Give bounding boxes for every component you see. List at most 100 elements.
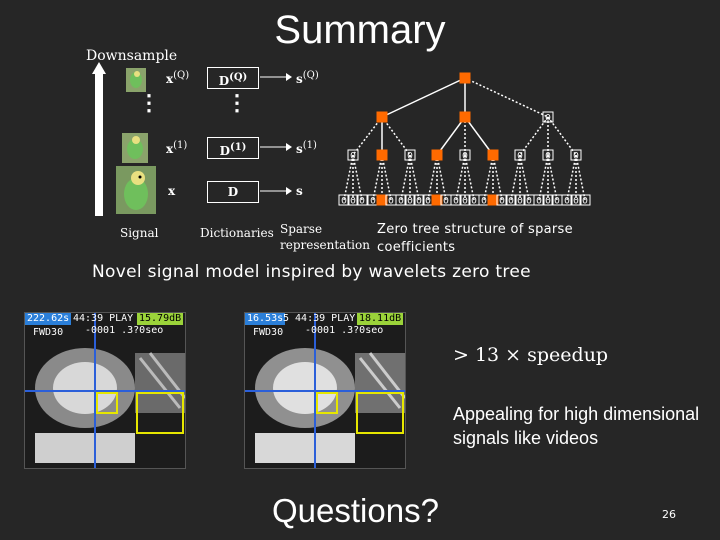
tree-zero-label: 0: [453, 197, 459, 207]
tree-zero-label: 0: [471, 197, 477, 207]
dictionary-box-0: D: [207, 181, 259, 203]
tree-zero-label: 0: [573, 197, 579, 207]
tree-zero-node: [514, 149, 526, 161]
questions-text: Questions?: [272, 492, 439, 529]
tree-zero-label: 0: [517, 197, 523, 207]
tree-zero-node: [404, 194, 416, 206]
tree-edge: [455, 154, 466, 201]
tree-zero-label: 0: [526, 197, 532, 207]
tree-zero-label: 0: [425, 197, 431, 207]
coef-s-1: s(1): [296, 140, 317, 156]
signal-x-q: x(Q): [166, 70, 190, 86]
video-psnr-tag: 15.79dB: [137, 313, 184, 325]
tree-edge: [566, 154, 577, 201]
page-number: 26: [662, 508, 676, 521]
tree-zero-label: 0: [545, 152, 551, 162]
tree-edge: [343, 154, 354, 201]
tree-edge: [372, 154, 383, 201]
tree-zero-label: 0: [388, 197, 394, 207]
tree-zero-label: 0: [398, 197, 404, 207]
tree-zero-label: 0: [359, 197, 365, 207]
tree-zero-label: 0: [545, 197, 551, 207]
tree-zero-label: 0: [545, 114, 551, 124]
dict-to-coef-arrows: [260, 73, 292, 195]
tree-edge: [436, 116, 466, 156]
tree-zero-node: [459, 149, 471, 161]
tree-zero-node: [459, 194, 471, 206]
ellipsis-dict: ⋮: [226, 90, 248, 116]
coef-s: s: [296, 184, 303, 198]
dictionary-box-1: D(1): [207, 137, 259, 159]
tree-node: [487, 194, 499, 206]
tree-edge: [409, 154, 420, 201]
tree-zero-label: 0: [517, 152, 523, 162]
tree-zero-label: 0: [350, 152, 356, 162]
downsample-label: Downsample: [86, 48, 178, 64]
tree-node: [459, 111, 471, 123]
slide-title: Summary: [274, 8, 446, 52]
tree-zero-node: [542, 149, 554, 161]
tree-zero-label: 0: [508, 197, 514, 207]
bird-thumbnail-1: [122, 133, 148, 163]
tree-zero-node: [570, 194, 582, 206]
video-time-tag: 16.53s: [245, 313, 286, 325]
tree-zero-node: [542, 111, 554, 123]
tree-zero-node: [496, 194, 508, 206]
tree-edge: [436, 154, 447, 201]
speedup-text: > 13 × speedup: [453, 344, 609, 366]
tree-zero-label: 0: [536, 197, 542, 207]
tree-edge: [492, 154, 503, 201]
tree-zero-node: [579, 194, 591, 206]
tree-zero-label: 0: [407, 197, 413, 207]
tree-node: [376, 194, 388, 206]
tree-zero-node: [404, 149, 416, 161]
tree-zero-node: [347, 194, 359, 206]
tree-edge: [464, 77, 549, 118]
tree-zero-label: 0: [573, 152, 579, 162]
tree-zero-node: [450, 194, 462, 206]
sparse-label: Sparse representation: [280, 222, 370, 252]
tree-zero-label: 0: [407, 152, 413, 162]
signal-x-1: x(1): [166, 140, 188, 156]
tree-zero-label: 0: [370, 197, 376, 207]
tree-edge: [519, 116, 549, 156]
signal-x: x: [168, 184, 176, 198]
tree-edge: [483, 154, 494, 201]
video-frame-baseline-image: [25, 313, 185, 468]
downsample-arrow: [92, 62, 106, 216]
tree-edge: [381, 154, 392, 201]
tree-node: [431, 194, 443, 206]
tree-zero-node: [395, 194, 407, 206]
tree-edge: [352, 116, 383, 156]
tree-zero-node: [356, 194, 368, 206]
tree-edge: [519, 154, 530, 201]
bird-thumbnail-q: [126, 68, 146, 92]
tree-zero-label: 0: [350, 197, 356, 207]
tree-edge: [381, 116, 411, 156]
tree-zero-node: [542, 194, 554, 206]
tree-zero-node: [514, 194, 526, 206]
tree-node: [431, 149, 443, 161]
tree-zero-label: 0: [416, 197, 422, 207]
video-info-3: FWD30: [33, 327, 64, 338]
tree-edge: [381, 77, 466, 118]
tree-zero-node: [347, 149, 359, 161]
video-frame-proposed-image: [245, 313, 405, 468]
bird-thumbnail-0: [116, 166, 156, 214]
tree-edge: [352, 154, 363, 201]
coef-s-q: s(Q): [296, 70, 319, 86]
tree-zero-node: [561, 194, 573, 206]
tree-zero-label: 0: [554, 197, 560, 207]
tree-edge: [464, 116, 494, 156]
tree-zero-node: [413, 194, 425, 206]
video-info-2: -0001 .3?0seo: [305, 325, 384, 336]
tree-zero-node: [505, 194, 517, 206]
tree-edge: [464, 154, 475, 201]
tree-zero-label: 0: [481, 197, 487, 207]
tree-edge: [547, 116, 577, 156]
video-info-1: 5 44:39 PLAY: [283, 313, 356, 324]
tree-edge: [547, 154, 558, 201]
tree-zero-label: 0: [582, 197, 588, 207]
dictionary-box-q: D(Q): [207, 67, 259, 89]
